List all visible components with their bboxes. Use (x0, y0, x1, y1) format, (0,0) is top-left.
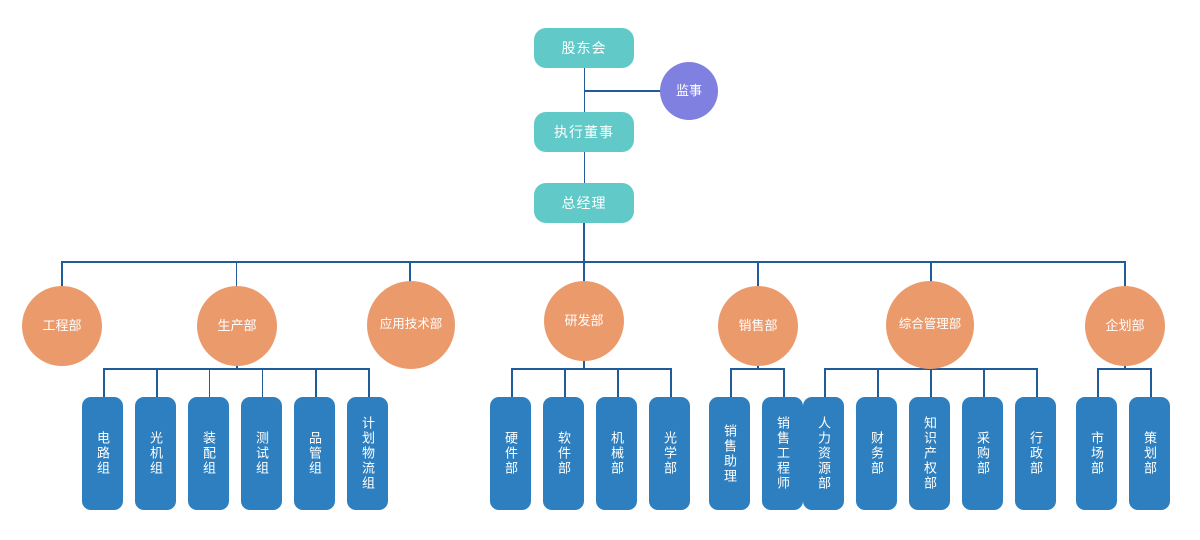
node-team-optical[interactable]: 光学部 (649, 397, 690, 510)
node-team-purchasing[interactable]: 采购部 (962, 397, 1003, 510)
node-team-human-resources-label: 人力资源部 (816, 416, 831, 491)
node-team-intellectual-property[interactable]: 知识产权部 (909, 397, 950, 510)
connector-production-to-circuit (103, 368, 105, 398)
connector-gm-to-ip (930, 368, 932, 398)
node-team-assembly-label: 装配组 (201, 431, 216, 476)
connector-to-executive-director (584, 90, 585, 113)
connector-bus-to-sales (757, 261, 759, 287)
node-department-sales[interactable]: 销售部 (718, 286, 798, 366)
node-team-software-label: 软件部 (556, 431, 571, 476)
connector-bus-to-research-development (583, 261, 585, 287)
node-team-circuit[interactable]: 电路组 (82, 397, 123, 510)
node-executive-director[interactable]: 执行董事 (534, 112, 634, 152)
node-supervisor[interactable]: 监事 (660, 62, 718, 120)
node-team-test-label: 测试组 (254, 431, 269, 476)
connector-production-bus (104, 368, 369, 370)
node-team-strategy[interactable]: 策划部 (1129, 397, 1170, 510)
node-department-general-management[interactable]: 综合管理部 (886, 281, 974, 369)
node-team-sales-engineer[interactable]: 销售工程师 (762, 397, 803, 510)
node-team-mechanical-label: 机械部 (609, 431, 624, 476)
connector-production-to-logistics (368, 368, 370, 398)
connector-bus-to-application-technology (409, 261, 411, 287)
connector-gm-to-finance (877, 368, 879, 398)
node-general-manager[interactable]: 总经理 (534, 183, 634, 223)
connector-rd-to-mechanical (617, 368, 619, 398)
connector-sales-to-engineer (783, 368, 785, 398)
node-shareholders[interactable]: 股东会 (534, 28, 634, 68)
connector-sales-bus (731, 368, 784, 370)
node-team-mechanical[interactable]: 机械部 (596, 397, 637, 510)
node-team-human-resources[interactable]: 人力资源部 (803, 397, 844, 510)
node-team-software[interactable]: 软件部 (543, 397, 584, 510)
connector-rd-bus (512, 368, 671, 370)
node-department-application-technology[interactable]: 应用技术部 (367, 281, 455, 369)
connector-planning-to-market (1097, 368, 1099, 398)
connector-gm-to-hr (824, 368, 826, 398)
connector-sales-to-assistant (730, 368, 732, 398)
node-team-administration[interactable]: 行政部 (1015, 397, 1056, 510)
connector-production-to-test (262, 368, 263, 398)
connector-department-bus (62, 261, 1125, 263)
connector-manager-to-bus (583, 223, 585, 262)
node-team-administration-label: 行政部 (1028, 431, 1043, 476)
node-department-engineering[interactable]: 工程部 (22, 286, 102, 366)
node-team-planning-logistics[interactable]: 计划物流组 (347, 397, 388, 510)
connector-production-to-optomechanical (156, 368, 158, 398)
node-team-intellectual-property-label: 知识产权部 (922, 416, 937, 491)
node-team-optomechanical[interactable]: 光机组 (135, 397, 176, 510)
node-department-production[interactable]: 生产部 (197, 286, 277, 366)
connector-gm-to-administration (1036, 368, 1038, 398)
connector-bus-to-planning (1124, 261, 1126, 287)
node-team-sales-assistant[interactable]: 销售助理 (709, 397, 750, 510)
node-team-market-label: 市场部 (1089, 431, 1104, 476)
connector-production-to-assembly (209, 368, 210, 398)
node-team-sales-engineer-label: 销售工程师 (775, 416, 790, 491)
connector-rd-to-optical (670, 368, 672, 398)
node-team-hardware-label: 硬件部 (503, 431, 518, 476)
connector-gm-to-purchasing (983, 368, 985, 398)
connector-production-to-quality (315, 368, 317, 398)
node-department-planning[interactable]: 企划部 (1085, 286, 1165, 366)
node-team-optomechanical-label: 光机组 (148, 431, 163, 476)
connector-planning-to-strategy (1150, 368, 1152, 398)
node-team-planning-logistics-label: 计划物流组 (360, 416, 375, 491)
connector-bus-to-engineering (61, 261, 63, 287)
connector-director-to-manager (584, 152, 585, 184)
connector-rd-to-hardware (511, 368, 513, 398)
connector-bus-to-production (236, 261, 237, 287)
node-team-sales-assistant-label: 销售助理 (722, 423, 737, 484)
node-team-optical-label: 光学部 (662, 431, 677, 476)
node-team-purchasing-label: 采购部 (975, 431, 990, 476)
connector-shareholders-down (584, 68, 585, 92)
node-team-circuit-label: 电路组 (95, 431, 110, 476)
node-team-hardware[interactable]: 硬件部 (490, 397, 531, 510)
node-team-test[interactable]: 测试组 (241, 397, 282, 510)
connector-rd-to-software (564, 368, 566, 398)
connector-planning-bus (1098, 368, 1151, 370)
connector-supervisor-horizontal (584, 90, 662, 92)
node-team-finance[interactable]: 财务部 (856, 397, 897, 510)
node-team-assembly[interactable]: 装配组 (188, 397, 229, 510)
node-team-finance-label: 财务部 (869, 431, 884, 476)
node-team-market[interactable]: 市场部 (1076, 397, 1117, 510)
node-team-quality-label: 品管组 (307, 431, 322, 476)
node-team-strategy-label: 策划部 (1142, 431, 1157, 476)
node-team-quality[interactable]: 品管组 (294, 397, 335, 510)
node-department-research-development[interactable]: 研发部 (544, 281, 624, 361)
connector-bus-to-general-management (930, 261, 932, 287)
